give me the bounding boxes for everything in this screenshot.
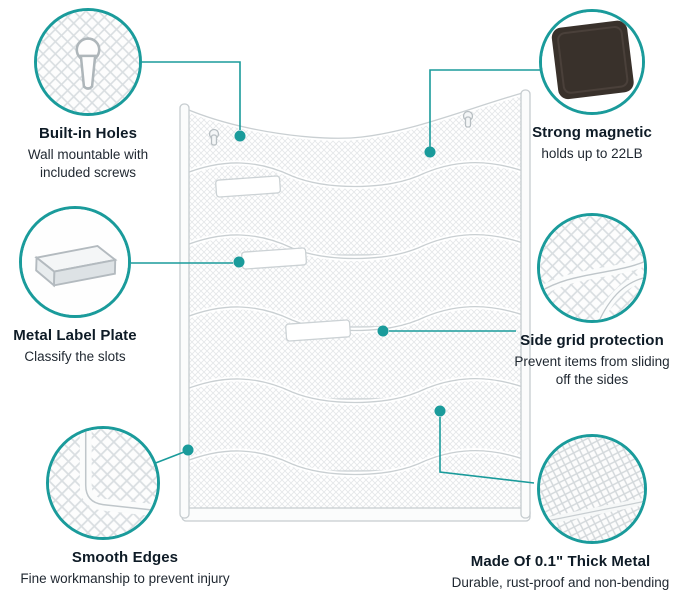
callout-smooth-edges: Smooth Edges Fine workmanship to prevent… bbox=[0, 426, 250, 588]
dot-strong-magnetic bbox=[424, 146, 436, 158]
callout-circle bbox=[537, 434, 647, 544]
keyhole-marks bbox=[208, 110, 474, 146]
pocket-tier-2 bbox=[183, 232, 527, 329]
callout-desc: Durable, rust-proof and non-bending bbox=[451, 575, 670, 590]
connector-dots bbox=[182, 130, 446, 456]
label-plate bbox=[215, 175, 281, 198]
connector-line-smooth-edges bbox=[152, 451, 185, 465]
pocket-tier-1 bbox=[183, 160, 527, 257]
left-frame-bar bbox=[179, 103, 190, 519]
callout-circle bbox=[34, 8, 142, 116]
callout-title: Smooth Edges bbox=[71, 549, 179, 566]
callout-strong-magnetic: Strong magnetic holds up to 22LB bbox=[512, 9, 672, 163]
side-grid-mesh-icon bbox=[540, 216, 644, 320]
smooth-corner-icon bbox=[49, 429, 157, 537]
connector-line-built-in-holes bbox=[142, 61, 241, 130]
pocket-tier-3 bbox=[183, 304, 527, 401]
dot-built-in-holes bbox=[234, 130, 246, 142]
callout-metal-label-plate: Metal Label Plate Classify the slots bbox=[0, 206, 150, 366]
dot-side-grid bbox=[377, 325, 389, 337]
connectors bbox=[131, 61, 540, 484]
callout-circle bbox=[46, 426, 160, 540]
callout-circle bbox=[537, 213, 647, 323]
callout-built-in-holes: Built-in Holes Wall mountable with inclu… bbox=[8, 8, 168, 181]
dot-label-plate bbox=[233, 256, 245, 268]
connector-line-strong-magnetic bbox=[429, 69, 540, 147]
right-frame-bar bbox=[520, 89, 531, 519]
callout-title: Strong magnetic bbox=[532, 124, 652, 141]
callout-thick-metal: Made Of 0.1" Thick Metal Durable, rust-p… bbox=[442, 434, 679, 592]
callout-title: Made Of 0.1" Thick Metal bbox=[470, 553, 651, 570]
callout-desc: Prevent items from sliding off the sides bbox=[514, 354, 670, 387]
label-plate-icon bbox=[22, 209, 128, 315]
label-plate bbox=[241, 247, 307, 270]
callout-circle bbox=[539, 9, 645, 115]
metal-frame bbox=[179, 89, 531, 522]
dot-thick-metal bbox=[434, 405, 446, 417]
magnet-icon bbox=[542, 12, 642, 112]
dense-mesh-icon bbox=[540, 437, 644, 541]
callout-desc: Classify the slots bbox=[24, 349, 126, 364]
dot-smooth-edges bbox=[182, 444, 194, 456]
label-plate bbox=[285, 319, 351, 342]
callout-desc: Fine workmanship to prevent injury bbox=[20, 571, 230, 586]
callout-title: Side grid protection bbox=[520, 332, 664, 349]
callout-title: Built-in Holes bbox=[38, 125, 138, 142]
callout-side-grid-protection: Side grid protection Prevent items from … bbox=[512, 213, 672, 388]
keyhole-mesh-icon bbox=[37, 11, 139, 113]
callout-desc: holds up to 22LB bbox=[541, 146, 643, 161]
callout-desc: Wall mountable with included screws bbox=[27, 147, 149, 180]
callout-title: Metal Label Plate bbox=[13, 327, 137, 344]
connector-line-thick-metal bbox=[439, 417, 535, 484]
callout-circle bbox=[19, 206, 131, 318]
